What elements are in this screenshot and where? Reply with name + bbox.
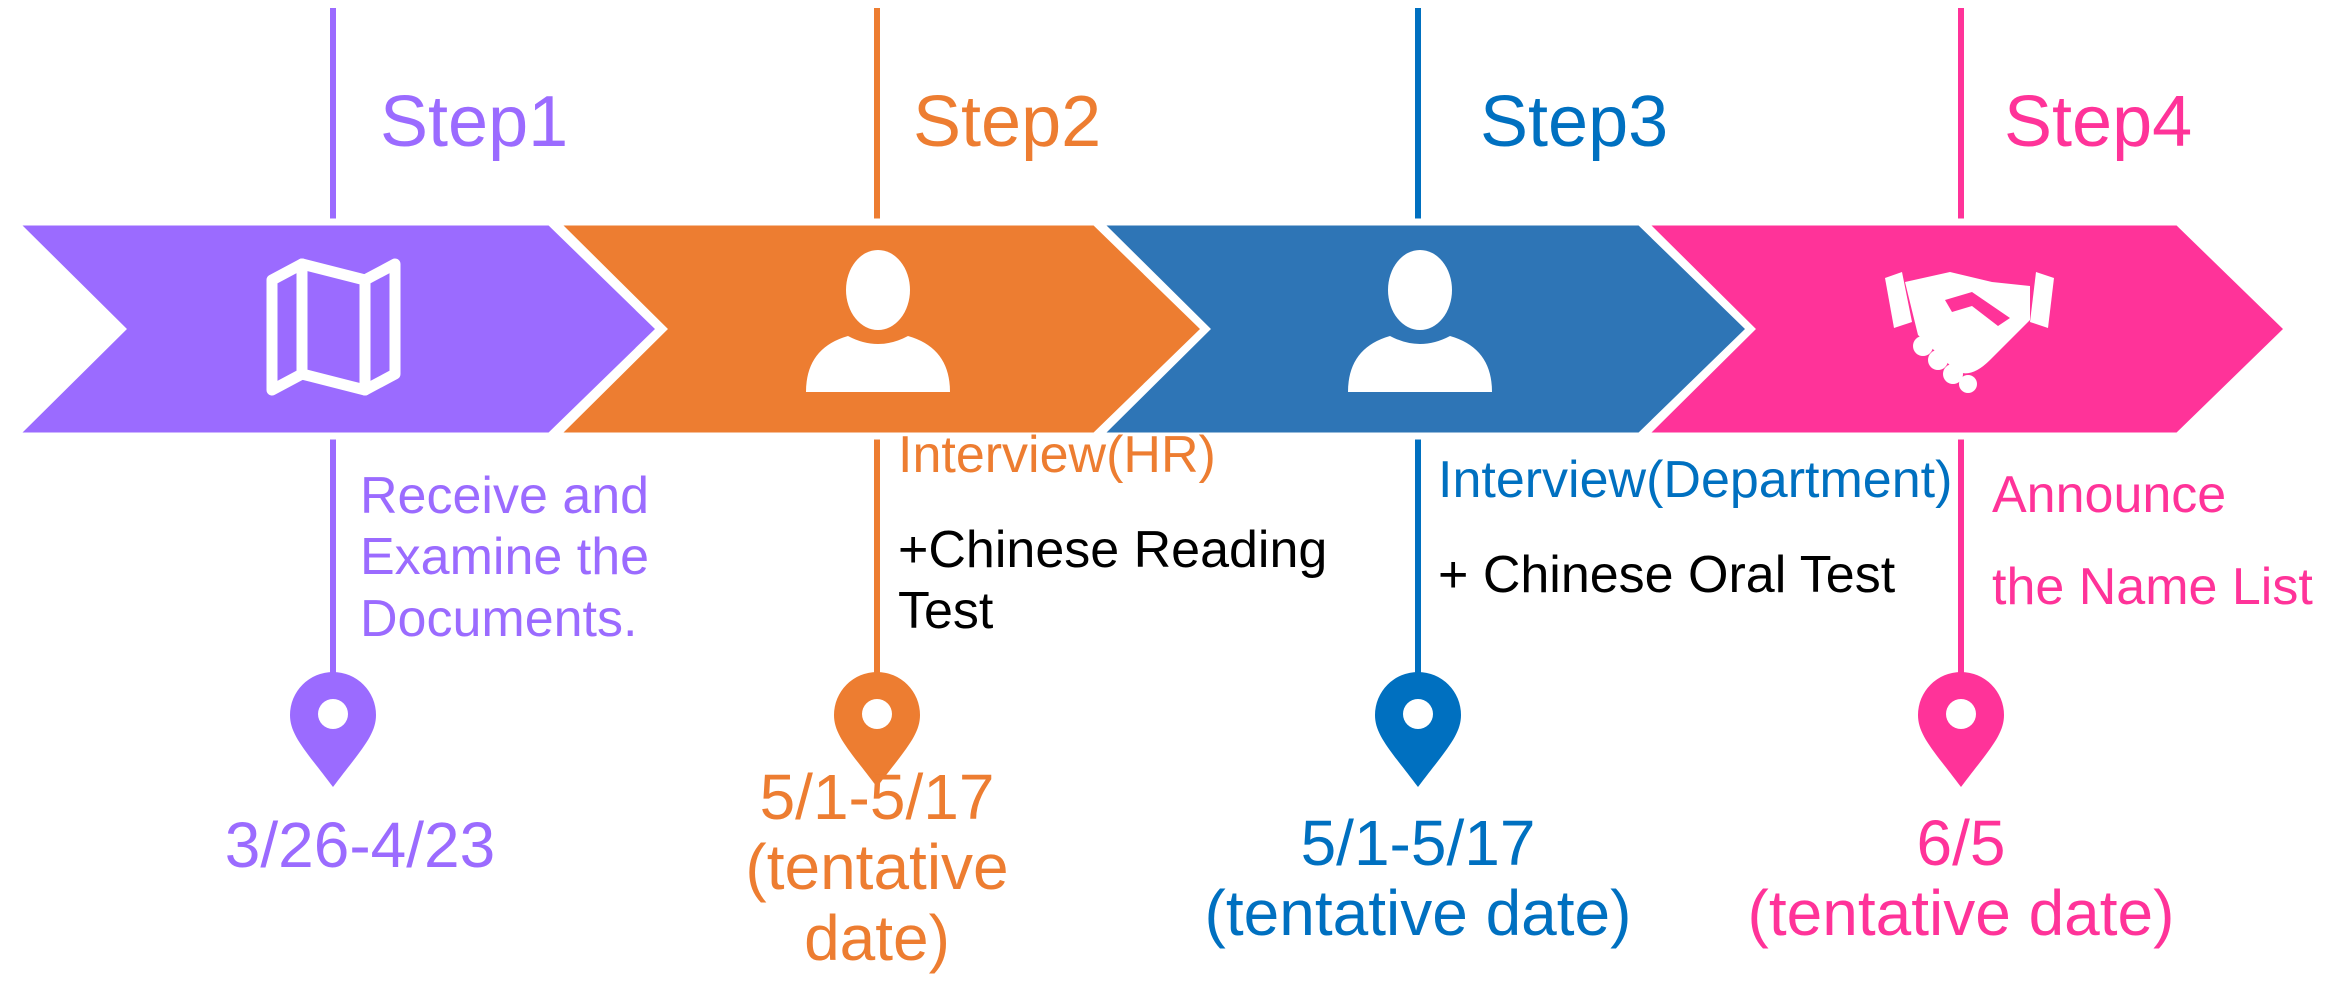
step3-note: + Chinese Oral Test — [1438, 545, 1895, 606]
step2-note-line: Test — [898, 582, 994, 641]
step3-pin — [1375, 672, 1461, 787]
step2-note-line: +Chinese Reading — [898, 521, 1328, 579]
step4-description: Announce the Name List — [1992, 450, 2313, 633]
step4-date-line: (tentative date) — [1747, 877, 2175, 950]
step3-date: 5/1-5/17 (tentative date) — [1168, 808, 1668, 949]
step3-note-line: + Chinese Oral Test — [1438, 546, 1896, 604]
step2-title: Step2 — [913, 82, 1102, 162]
step3-date-line: (tentative date) — [1204, 877, 1632, 950]
step1-date-line: 3/26-4/23 — [224, 809, 496, 881]
person-icon — [1348, 250, 1492, 392]
step2-pin — [834, 672, 920, 787]
step4-date-line: 6/5 — [1916, 807, 2006, 879]
step1-description-line: Receive and — [360, 467, 650, 525]
step1-pin — [290, 672, 376, 787]
map-icon — [266, 258, 401, 396]
step3-description: Interview(Department) — [1438, 450, 1952, 511]
step4-description-line: Announce — [1992, 466, 2227, 524]
step2-date: 5/1-5/17 (tentative date) — [717, 761, 1037, 974]
step1-description-line: Documents. — [360, 589, 638, 648]
step2-date-line: 5/1-5/17 — [759, 761, 995, 833]
step2-description: Interview(HR) — [898, 425, 1216, 486]
step1-date: 3/26-4/23 — [200, 808, 520, 884]
step2-note: +Chinese Reading Test — [898, 520, 1327, 643]
step4-title: Step4 — [2004, 82, 2193, 162]
step4-date: 6/5 (tentative date) — [1711, 808, 2211, 949]
handshake-icon — [1885, 272, 2054, 393]
step1-title: Step1 — [380, 82, 569, 162]
step3-date-line: 5/1-5/17 — [1300, 807, 1536, 879]
step2-date-line: (tentative — [745, 831, 1009, 904]
step4-description-line: the Name List — [1992, 557, 2313, 616]
step1-description: Receive and Examine the Documents. — [360, 466, 649, 650]
person-icon — [806, 250, 950, 392]
step3-title: Step3 — [1480, 82, 1669, 162]
step1-chevron — [5, 218, 666, 440]
step4-pin — [1918, 672, 2004, 787]
step3-description-line: Interview(Department) — [1438, 451, 1953, 509]
step2-description-line: Interview(HR) — [898, 426, 1216, 484]
step2-date-line: date) — [804, 901, 950, 974]
step1-description-line: Examine the — [360, 528, 650, 587]
